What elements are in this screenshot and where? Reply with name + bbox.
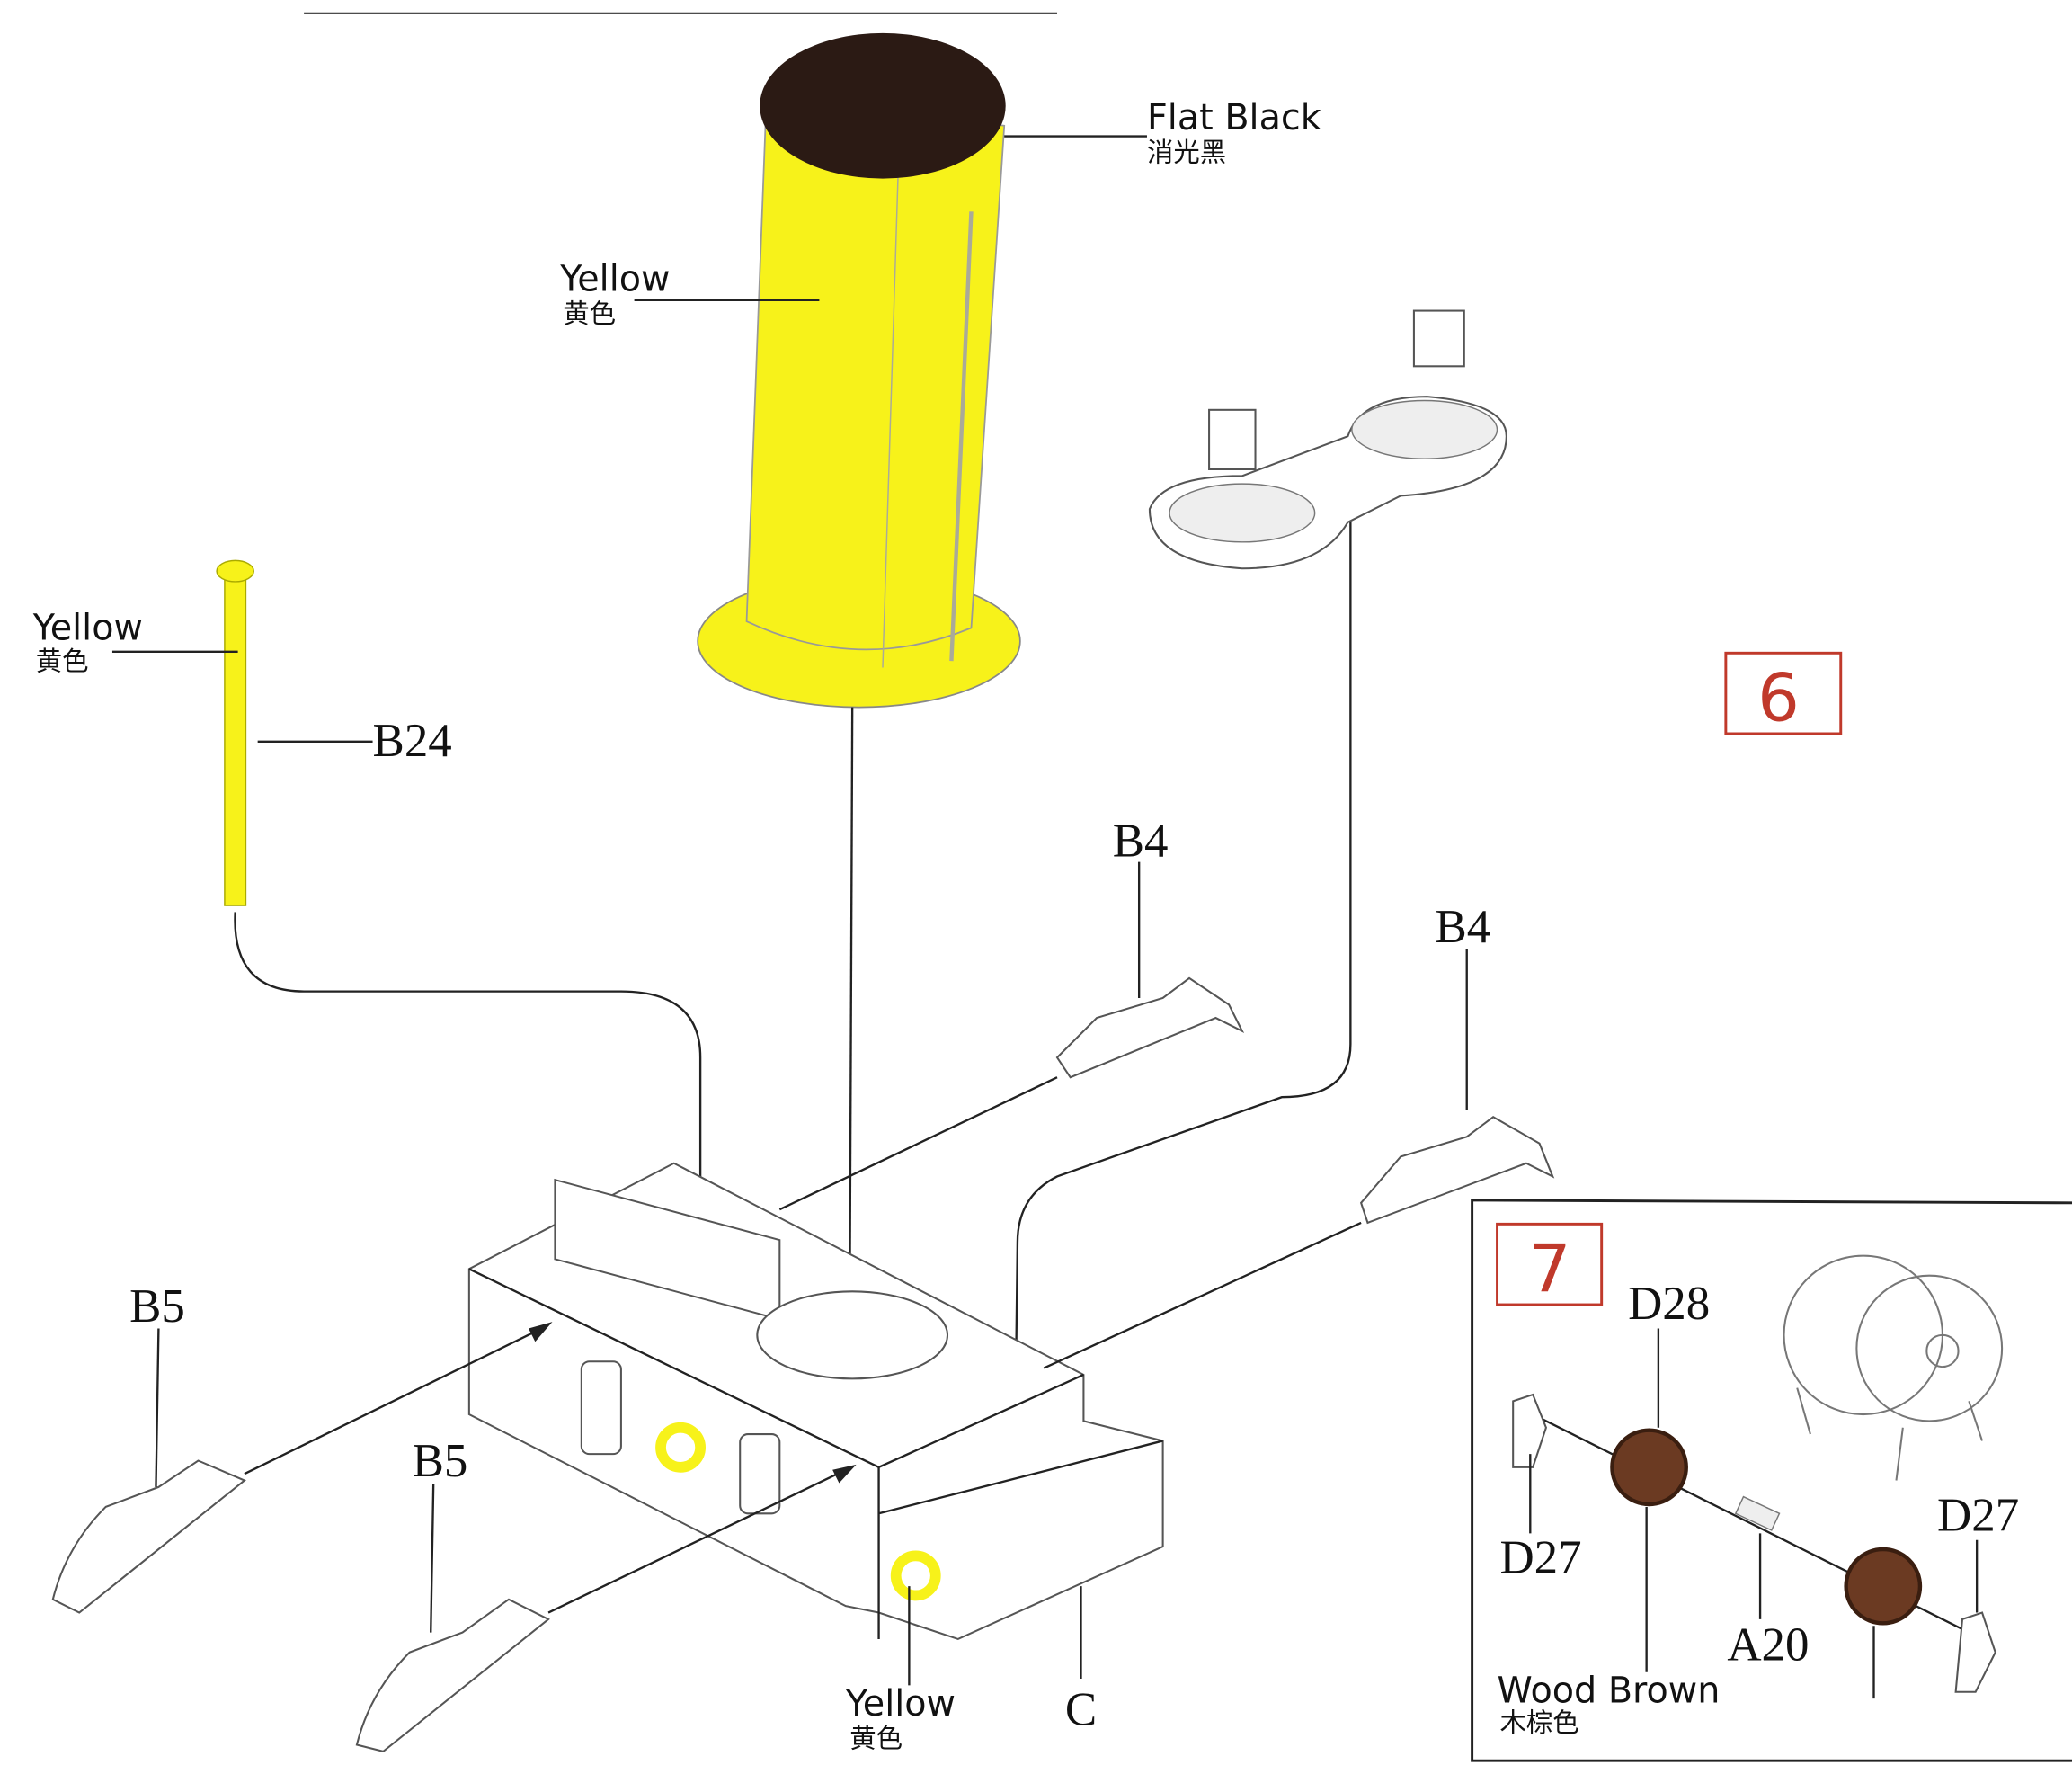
step-6-box — [1724, 651, 1843, 735]
funnel-yellow-label-cn: 黄色 — [563, 299, 616, 329]
lifebuoy-front — [890, 1550, 941, 1601]
wood-brown-label: Wood Brown — [1498, 1671, 1721, 1712]
bracket-b5-middle — [355, 1598, 550, 1753]
ships-wheel-right — [1844, 1547, 1923, 1626]
part-c-label: C — [1065, 1683, 1097, 1735]
part-a20-label: A20 — [1727, 1618, 1809, 1671]
part-d28-label: D28 — [1628, 1278, 1710, 1330]
part-b4-right-label: B4 — [1435, 901, 1490, 953]
funnel-top-cap — [760, 32, 1006, 179]
part-b24-label: B24 — [373, 715, 452, 767]
funnel-yellow-label: Yellow — [559, 259, 670, 300]
step-6-number: 6 — [1757, 660, 1800, 736]
bracket-b4-right — [1359, 1116, 1555, 1225]
mast-yellow-label: Yellow — [32, 608, 143, 649]
step-7-panel: 7 D28 D27 D27 A20 Wood Brown 木棕色 — [1471, 1199, 2072, 1762]
mast-yellow-label-cn: 黄色 — [36, 646, 89, 676]
part-b5-middle-label: B5 — [413, 1435, 468, 1487]
step-7-box — [1496, 1222, 1604, 1306]
flat-black-label: Flat Black — [1147, 97, 1321, 138]
bracket-b5-left — [51, 1459, 246, 1614]
lifebuoy-yellow-label-cn: 黄色 — [849, 1723, 903, 1753]
wood-brown-label-cn: 木棕色 — [1499, 1707, 1578, 1738]
part-d27-left-label: D27 — [1499, 1531, 1581, 1583]
flat-black-label-cn: 消光黑 — [1147, 137, 1226, 167]
bracket-b4-upper — [1055, 976, 1245, 1079]
step-7-number: 7 — [1529, 1231, 1571, 1307]
part-b5-left-label: B5 — [129, 1280, 185, 1333]
lifebuoy-yellow-label: Yellow — [845, 1683, 956, 1725]
deckhouse-base — [467, 1162, 1164, 1641]
lifebuoy-side — [655, 1422, 706, 1473]
part-d27-right-label: D27 — [1937, 1489, 2019, 1541]
ships-wheel-left — [1610, 1428, 1688, 1507]
part-b4-upper-label: B4 — [1113, 816, 1169, 868]
funnel — [697, 32, 1021, 709]
assembled-wheel-stand — [1783, 1254, 2004, 1481]
mast-b24 — [216, 559, 254, 906]
searchlight-platform — [1148, 309, 1507, 570]
